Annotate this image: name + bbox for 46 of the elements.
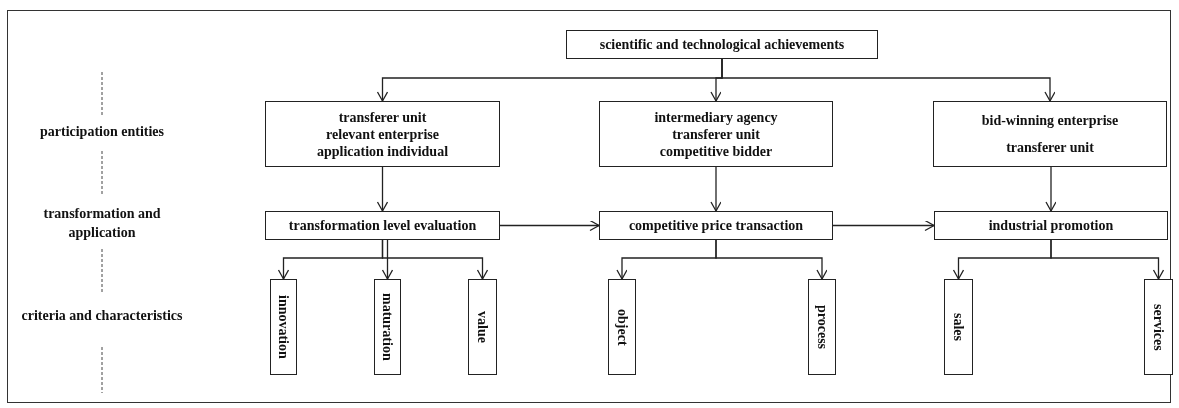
process-box <box>934 211 1168 240</box>
box-label: relevant enterprise <box>326 125 439 143</box>
process-box <box>599 101 833 167</box>
criterion-box <box>944 279 973 375</box>
arrow <box>721 58 1056 102</box>
arrow <box>381 239 489 280</box>
row-label: criteria and characteristics <box>20 307 184 325</box>
arrow <box>499 219 600 232</box>
box-label: intermediary agency <box>654 108 778 126</box>
box-label: industrial promotion <box>988 217 1114 234</box>
box-label: sales <box>950 313 967 341</box>
criterion-box <box>374 279 401 375</box>
box-label: innovation <box>275 295 292 359</box>
arrow <box>710 166 722 212</box>
arrow <box>715 239 828 280</box>
process-box <box>599 211 833 240</box>
box-label: scientific and technological achievements <box>599 36 845 53</box>
criterion-box <box>270 279 297 375</box>
box-label: transformation level evaluation <box>288 217 477 234</box>
criterion-box <box>1144 279 1173 375</box>
box-label: transferer unit <box>1006 139 1094 156</box>
arrow <box>376 166 389 212</box>
box-label: value <box>474 311 491 343</box>
arrow <box>1050 239 1165 280</box>
row-label: participation entities <box>38 123 165 141</box>
process-box <box>566 30 878 59</box>
box-label: transferer unit <box>338 108 427 126</box>
criterion-box <box>468 279 497 375</box>
box-label: bid-winning enterprise <box>981 112 1119 129</box>
box-label: maturation <box>379 293 396 361</box>
box-label: services <box>1150 303 1167 351</box>
process-box <box>265 211 500 240</box>
criterion-box <box>608 279 636 375</box>
process-box <box>933 101 1167 167</box>
box-label: competitive bidder <box>659 142 773 160</box>
box-label: competitive price transaction <box>628 217 804 234</box>
box-label: transferer unit <box>672 125 760 143</box>
box-label: process <box>813 304 831 350</box>
arrow <box>381 239 394 280</box>
box-label: application individual <box>316 142 449 160</box>
criterion-box <box>808 279 836 375</box>
arrow <box>832 219 935 232</box>
process-box <box>265 101 500 167</box>
arrow <box>1045 166 1057 212</box>
row-label: transformation and application <box>42 205 162 242</box>
box-label: object <box>613 308 631 346</box>
